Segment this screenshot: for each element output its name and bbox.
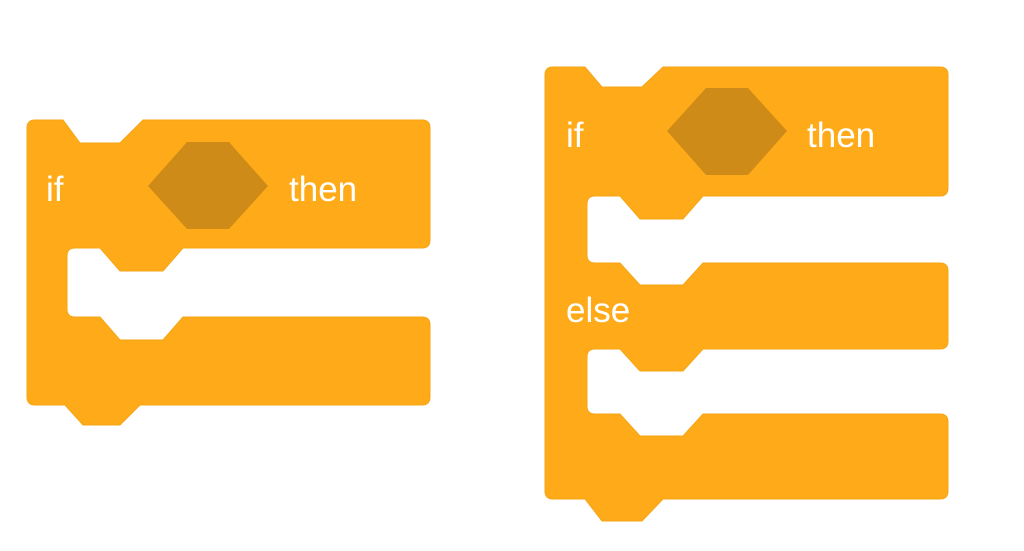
then-label: then bbox=[289, 170, 357, 209]
condition-slot[interactable] bbox=[667, 88, 787, 175]
if-label: if bbox=[566, 116, 584, 155]
if-then-block-body[interactable] bbox=[26, 119, 431, 426]
if-label: if bbox=[46, 170, 64, 209]
then-label: then bbox=[807, 116, 875, 155]
if-then-else-block[interactable]: if then else bbox=[544, 66, 949, 522]
else-label: else bbox=[566, 291, 630, 330]
if-then-else-block-body[interactable] bbox=[544, 66, 949, 522]
if-then-block[interactable]: if then bbox=[26, 119, 431, 426]
condition-slot[interactable] bbox=[148, 142, 268, 229]
